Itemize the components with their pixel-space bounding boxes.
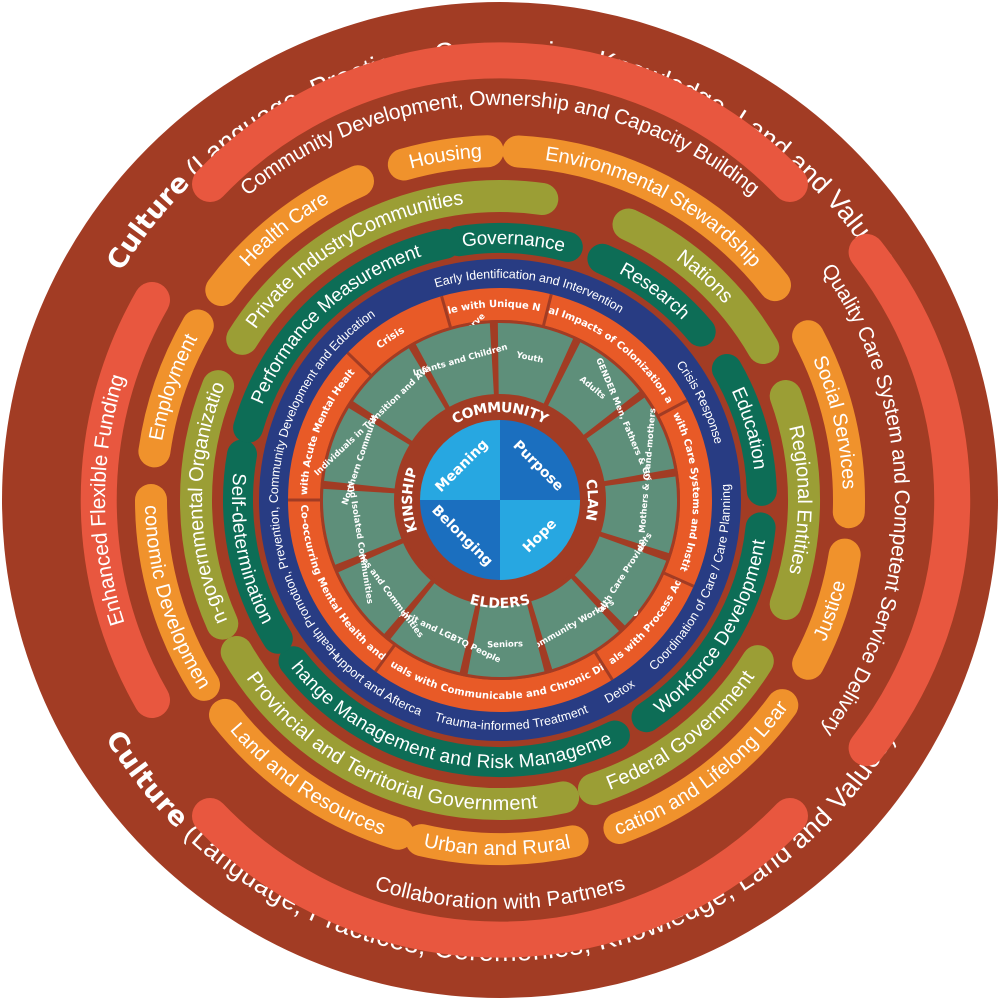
enabler-pill-workforce-development xyxy=(631,512,776,733)
segment-label-seniors: Seniors xyxy=(487,639,523,650)
quadrant-hope xyxy=(500,500,580,580)
partner-pill-federal-government xyxy=(577,645,774,806)
band-collaboration xyxy=(192,798,808,958)
partner-pill-justice xyxy=(792,538,861,680)
segment-health-care-providers xyxy=(574,536,667,626)
partner-pill-nations xyxy=(612,208,780,364)
partner-pill-employment xyxy=(138,309,214,468)
service-ring xyxy=(259,259,741,741)
partner-pill-education-and-lifelong-learning xyxy=(603,689,799,844)
partner-pill-private-industry xyxy=(226,210,383,355)
enabler-pill-self-determination xyxy=(223,439,293,654)
quadrant-meaning xyxy=(420,420,500,500)
population-divider xyxy=(594,651,614,681)
segment-two-spirit-and-lgbtq-people xyxy=(390,583,476,673)
population-divider xyxy=(542,293,553,326)
partner-pill-non-governmental-organizations xyxy=(180,370,239,640)
center-circle xyxy=(420,420,580,580)
partner-pill-urban-and-rural xyxy=(405,824,589,866)
partner-pill-housing xyxy=(387,135,504,181)
segment-gender-men-fathers-grand-fathers xyxy=(586,397,675,482)
quadrant-purpose xyxy=(500,420,580,500)
enabler-pill-education xyxy=(711,354,777,506)
band-flexible-funding xyxy=(80,282,170,718)
segment-remote-and-isolated-communities xyxy=(323,488,402,565)
segment-individuals-in-transition-and-away-from- xyxy=(353,348,446,441)
partner-pill-regional-entities xyxy=(769,380,820,620)
population-divider xyxy=(663,571,695,588)
population-divider xyxy=(658,399,688,417)
segment-families-and-communities xyxy=(338,543,431,634)
enabler-pill-change-management-and-risk-management xyxy=(278,646,630,778)
segment-community-workers xyxy=(531,578,619,670)
core-clan: CLAN xyxy=(582,478,600,522)
enabler-pill-governance xyxy=(444,223,583,262)
partner-pill-provincial-and-territorial-government xyxy=(220,636,580,820)
partner-pill-health-care xyxy=(205,165,374,306)
partner-pill-social-services xyxy=(792,320,865,529)
segment-gender-women-mothers-grand-mothers xyxy=(601,476,678,554)
partner-pill-environmental-stewardship xyxy=(502,135,791,302)
band-quality-care xyxy=(848,234,971,766)
segment-seniors xyxy=(467,602,545,677)
segment-infants-and-children xyxy=(415,323,494,407)
band-community-development xyxy=(192,42,808,202)
partner-pill-land-and-resources xyxy=(209,698,414,850)
population-divider xyxy=(374,644,396,673)
quadrant-belonging xyxy=(420,500,500,580)
segment-northern-communities xyxy=(324,408,410,489)
enabler-pill-research xyxy=(587,243,716,347)
enabler-pill-performance-measurement xyxy=(233,228,461,443)
population-divider xyxy=(440,295,452,328)
core-elders: ELDERS xyxy=(468,592,532,612)
population-divider xyxy=(346,351,372,377)
segment-adults xyxy=(548,342,640,435)
segment-youth xyxy=(497,323,574,404)
partner-pill-economic-development xyxy=(135,484,220,701)
